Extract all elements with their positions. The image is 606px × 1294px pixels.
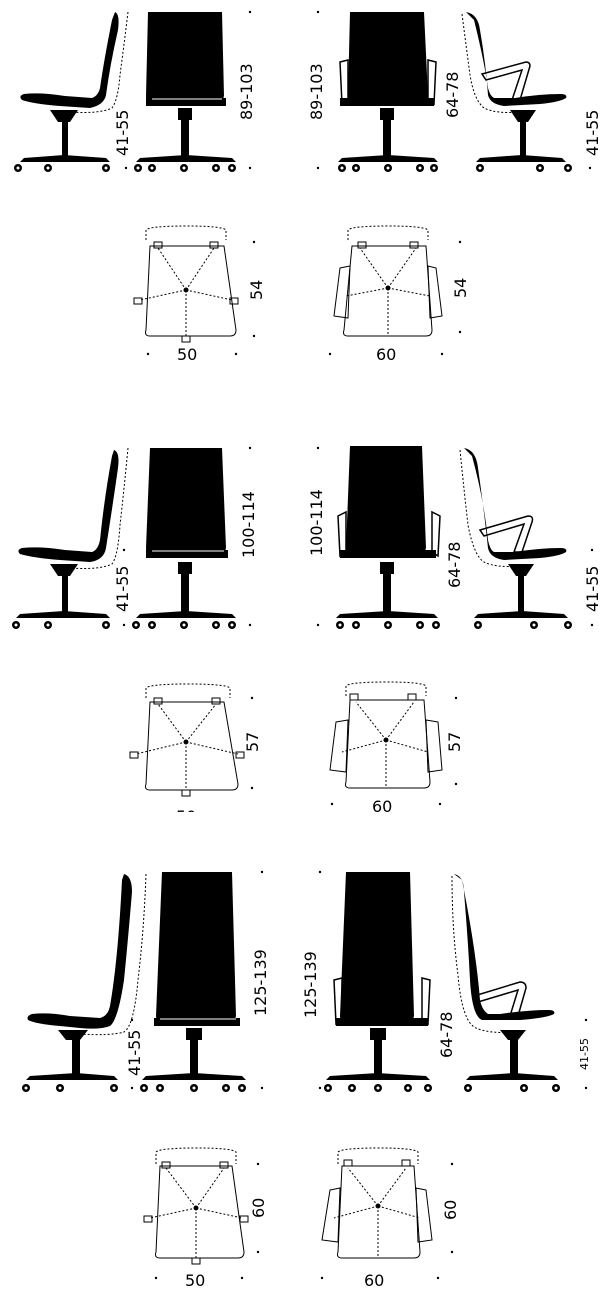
front-view-chair-no-arms	[134, 12, 236, 172]
side-view-chair-with-arms	[461, 12, 572, 172]
dim-width: 50	[177, 345, 197, 364]
row-2: 41-55 100-114 100-114	[0, 446, 606, 826]
dim-width: 60	[372, 797, 392, 816]
side-view-chair-no-arms	[12, 447, 129, 629]
dim-width: 50	[185, 1271, 205, 1290]
dim-overall-height: 125-139	[301, 951, 320, 1018]
dim-depth: 54	[451, 278, 470, 298]
dim-armrest-height: 64-78	[445, 542, 464, 589]
dim-overall-height: 100-114	[239, 491, 258, 558]
plan-view-chair-with-arms	[333, 225, 443, 337]
plan-view-chair-no-arms	[143, 1147, 249, 1265]
dim-seat-height: 41-55	[125, 1030, 144, 1077]
dim-armrest-height: 64-78	[437, 1012, 456, 1059]
dim-depth: 57	[243, 732, 262, 752]
plan-view-chair-with-arms	[329, 681, 443, 789]
front-view-chair-with-arms	[338, 12, 438, 172]
front-view-chair-with-arms	[336, 446, 441, 629]
dim-overall-height: 89-103	[307, 63, 326, 120]
dim-width: 60	[376, 345, 396, 364]
dim-seat-height: 41-55	[583, 110, 602, 157]
front-view-chair-with-arms	[324, 872, 432, 1092]
dim-seat-height: 41-55	[113, 566, 132, 613]
dim-depth: 54	[247, 280, 266, 300]
row-1: 41-55 89-103 89-103	[14, 10, 602, 364]
side-view-chair-no-arms	[22, 873, 147, 1092]
dim-seat-height: 41-55	[113, 110, 132, 157]
dim-overall-height: 100-114	[307, 489, 326, 556]
dim-overall-height: 89-103	[237, 63, 256, 120]
front-view-chair-no-arms	[132, 448, 236, 629]
dim-overall-height: 125-139	[251, 949, 270, 1016]
row-3: 41-55 125-139 125-139	[22, 870, 591, 1290]
dim-seat-height: 41-55	[578, 1038, 591, 1070]
plan-view-chair-no-arms	[133, 225, 239, 343]
plan-view-chair-no-arms	[129, 683, 245, 797]
front-view-chair-no-arms	[140, 872, 246, 1092]
dim-depth: 60	[249, 1198, 268, 1218]
side-view-chair-no-arms	[14, 11, 129, 172]
dim-seat-height: 41-55	[583, 566, 602, 613]
plan-view-chair-with-arms	[321, 1147, 433, 1259]
side-view-chair-with-arms	[451, 874, 560, 1092]
dim-width: 60	[364, 1271, 384, 1290]
dim-armrest-height: 64-78	[443, 72, 462, 119]
dim-depth: 60	[441, 1200, 460, 1220]
dim-depth: 57	[445, 732, 464, 752]
side-view-chair-with-arms	[459, 448, 572, 629]
